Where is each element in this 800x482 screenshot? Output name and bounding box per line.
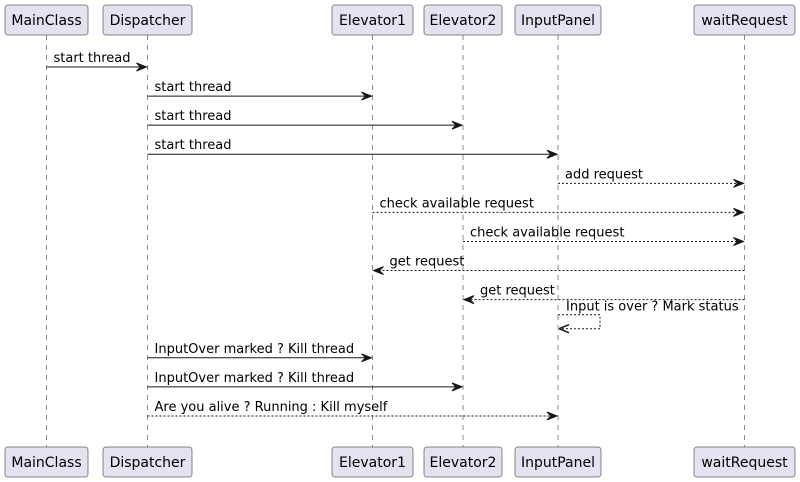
participant-e1-bottom: Elevator1 (331, 446, 414, 478)
message-label: start thread (155, 109, 232, 124)
arrowhead (546, 411, 559, 421)
message-4: start thread (147, 138, 559, 159)
lifelines (46, 35, 745, 447)
message-13: Are you alive ? Running : Kill myself (147, 400, 559, 421)
message-label: add request (565, 167, 643, 182)
participant-name: waitRequest (701, 13, 788, 29)
participant-e2-top: Elevator2 (423, 4, 503, 36)
arrowhead (558, 324, 570, 334)
participant-name: Elevator2 (430, 13, 497, 29)
participant-box (693, 4, 796, 36)
message-label: Input is over ? Mark status (566, 300, 739, 315)
message-label: InputOver marked ? Kill thread (155, 342, 355, 357)
message-label: get request (480, 284, 555, 299)
participants-top: MainClass Dispatcher Elevator1 Elevator2 Inp… (4, 4, 796, 36)
participant-wr-top: waitRequest (693, 4, 796, 36)
message-8: get request (372, 255, 745, 276)
participant-name: waitRequest (701, 455, 788, 471)
message-2: start thread (147, 80, 373, 101)
message-12: InputOver marked ? Kill thread (147, 371, 464, 392)
message-11: InputOver marked ? Kill thread (147, 342, 373, 363)
participant-name: MainClass (11, 455, 81, 471)
participant-box (514, 4, 602, 36)
participant-box (331, 4, 414, 36)
participant-name: Dispatcher (110, 13, 186, 29)
message-6: check available request (372, 196, 745, 217)
participant-name: Dispatcher (110, 455, 186, 471)
participant-e2-bottom: Elevator2 (423, 446, 503, 478)
participant-box (693, 446, 796, 478)
arrowhead (733, 237, 745, 246)
arrowhead (372, 266, 384, 276)
messages: start thread start thread start thread star… (46, 51, 745, 421)
participant-main-bottom: MainClass (4, 446, 89, 478)
participant-box (102, 4, 193, 36)
message-3: start thread (147, 109, 464, 130)
participant-box (514, 446, 602, 478)
message-label: Are you alive ? Running : Kill myself (155, 400, 388, 415)
participant-box (4, 4, 89, 36)
participant-name: InputPanel (521, 13, 595, 29)
message-label: start thread (155, 80, 232, 95)
participant-disp-bottom: Dispatcher (102, 446, 193, 478)
participant-name: MainClass (11, 13, 81, 29)
message-5: add request (558, 167, 745, 188)
participant-wr-bottom: waitRequest (693, 446, 796, 478)
arrowhead (361, 91, 373, 101)
participant-main-top: MainClass (4, 4, 89, 36)
arrowhead (451, 382, 464, 392)
participant-name: InputPanel (521, 455, 595, 471)
message-label: check available request (470, 225, 624, 240)
arrowhead (136, 62, 148, 72)
arrowhead (546, 149, 559, 159)
participant-name: Elevator1 (339, 13, 406, 29)
participants-bottom: MainClass Dispatcher Elevator1 Elevator2 Inp… (4, 446, 796, 478)
participant-name: Elevator2 (430, 455, 497, 471)
participant-box (4, 446, 89, 478)
participant-e1-top: Elevator1 (331, 4, 414, 36)
participant-box (102, 446, 193, 478)
participant-name: Elevator1 (339, 455, 406, 471)
participant-box (331, 446, 414, 478)
message-label: get request (390, 255, 465, 270)
message-label: start thread (155, 138, 232, 153)
participant-disp-top: Dispatcher (102, 4, 193, 36)
message-1: start thread (46, 51, 148, 72)
message-10: Input is over ? Mark status (558, 300, 739, 334)
message-label: InputOver marked ? Kill thread (155, 371, 355, 386)
message-label: check available request (380, 196, 534, 211)
arrowhead (451, 120, 464, 130)
message-7: check available request (463, 225, 745, 246)
participant-box (423, 446, 503, 478)
arrowhead (733, 207, 745, 217)
participant-ip-top: InputPanel (514, 4, 602, 36)
arrowhead (361, 353, 373, 363)
participant-ip-bottom: InputPanel (514, 446, 602, 478)
arrowhead (733, 178, 745, 188)
message-line (558, 314, 601, 330)
message-label: start thread (54, 51, 131, 66)
participant-box (423, 4, 503, 36)
arrowhead (462, 295, 475, 305)
message-9: get request (462, 284, 745, 305)
